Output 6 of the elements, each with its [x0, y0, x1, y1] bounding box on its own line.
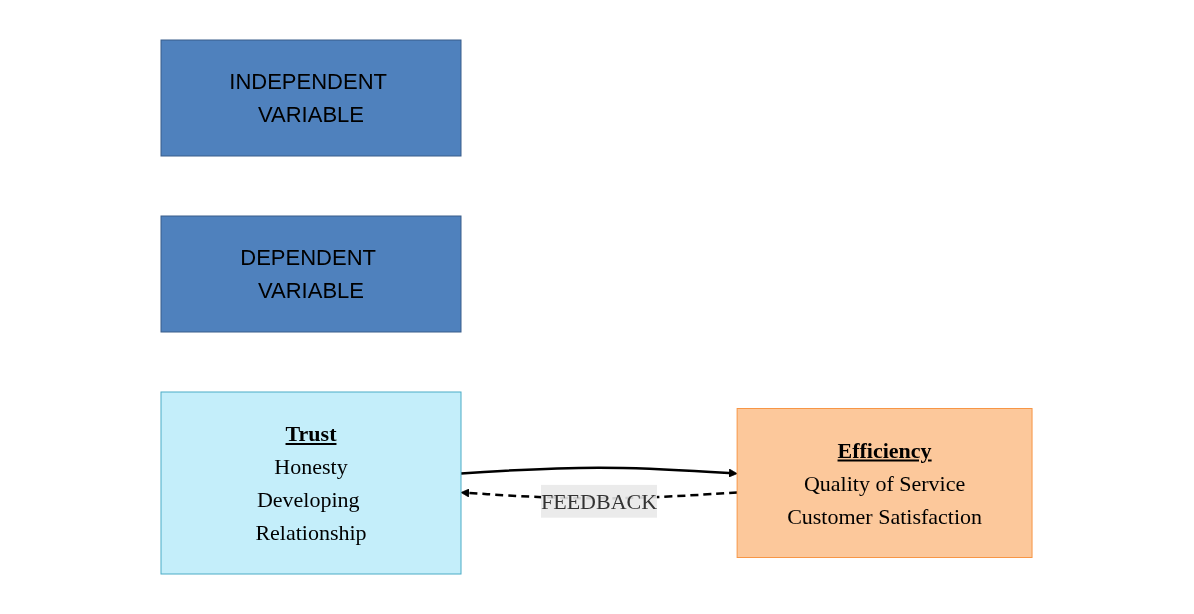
node-box: DEPENDENT VARIABLE: [160, 215, 462, 333]
arrow: [461, 466, 738, 478]
edge-label: FEEDBACK: [541, 488, 658, 514]
node-box: INDEPENDENT VARIABLE: [160, 39, 462, 157]
node-box: Trust Honesty Developing Relationship: [160, 391, 462, 575]
node-box: Efficiency Quality of Service Customer Satisfaction: [737, 408, 1033, 558]
